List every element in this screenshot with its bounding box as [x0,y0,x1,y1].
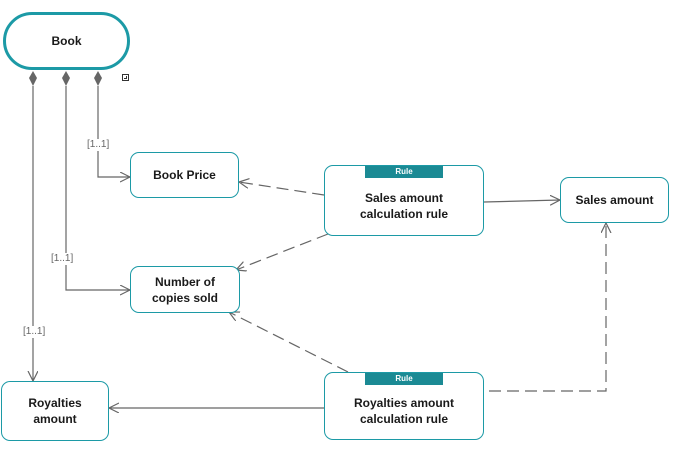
expand-icon[interactable] [122,74,129,81]
node-royalties-amount-label: Royalties amount [28,396,82,426]
node-sales-rule-label: Sales amount calculation rule [359,190,449,221]
multiplicity-book-price: [1..1] [86,139,111,151]
output-sales-rule-to-sales-amount[interactable] [483,200,560,202]
node-royalties-rule-label: Royalties amount calculation rule [353,396,455,426]
node-book[interactable]: Book [3,12,130,70]
diamond-icon [29,71,37,86]
dependency-sales-rule-to-copies[interactable] [236,233,329,270]
node-book-price-label: Book Price [153,168,216,182]
diamond-icon [94,71,102,86]
node-sales-amount-label: Sales amount [575,193,654,207]
composition-book-price[interactable] [94,71,130,177]
multiplicity-royalties-amount: [1..1] [22,326,47,338]
rule-badge: Rule [365,166,443,178]
composition-copies-sold[interactable] [62,71,130,290]
dependency-royalties-rule-to-sales-amount[interactable] [489,223,606,392]
multiplicity-copies-sold: [1..1] [50,253,75,265]
node-book-label: Book [51,34,82,48]
node-sales-amount[interactable]: Sales amount [560,177,669,223]
dependency-sales-rule-to-book-price[interactable] [239,182,325,196]
rule-badge: Rule [365,373,443,385]
node-book-price[interactable]: Book Price [130,152,239,198]
node-royalties-amount[interactable]: Royalties amount [1,381,109,441]
diamond-icon [62,71,70,86]
node-royalties-rule[interactable]: Rule Royalties amount calculation rule [324,372,484,440]
node-sales-rule[interactable]: Rule Sales amount calculation rule [324,165,484,236]
node-copies-sold-label: Number of copies sold [151,274,219,305]
node-copies-sold[interactable]: Number of copies sold [130,266,240,313]
dependency-royalties-rule-to-copies[interactable] [229,312,349,373]
